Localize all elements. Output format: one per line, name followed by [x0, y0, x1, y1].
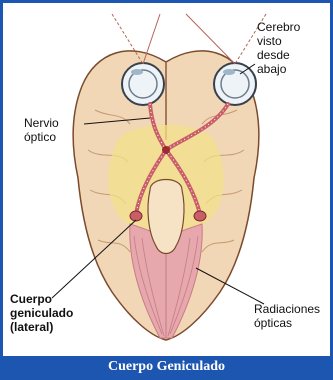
eye-left — [122, 63, 164, 105]
label-cuerpo-geniculado: Cuerpo geniculado (lateral) — [10, 292, 73, 334]
label-nervio-optico: Nervio óptico — [24, 116, 59, 144]
label-cerebro-visto-desde-abajo: Cerebro visto desde abajo — [257, 20, 300, 76]
lateral-geniculate-right — [194, 211, 206, 221]
label-radiaciones-opticas: Radiaciones ópticas — [254, 302, 320, 330]
eye-right — [214, 63, 256, 105]
lateral-geniculate-left — [130, 211, 142, 221]
optic-chiasm — [162, 146, 170, 154]
caption-bar: Cuerpo Geniculado — [3, 356, 330, 377]
